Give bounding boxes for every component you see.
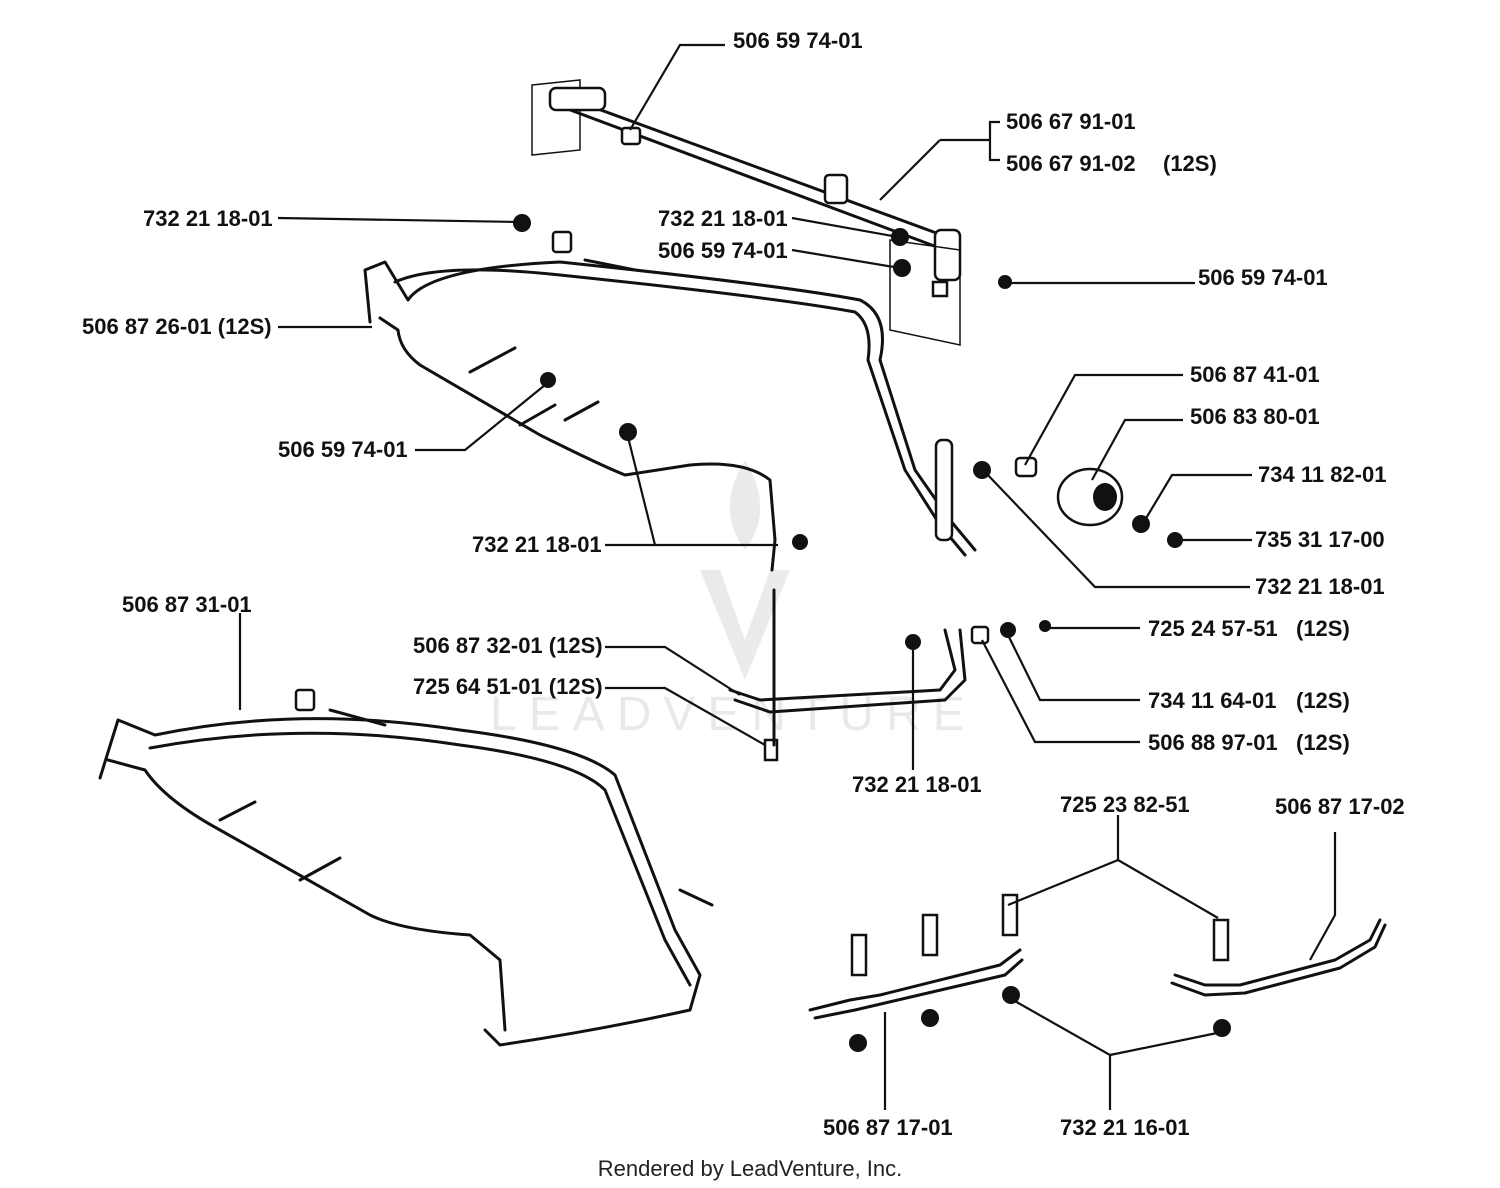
label-bolt-left: 506 59 74-01 bbox=[278, 437, 408, 462]
label-washer-12s-note: (12S) bbox=[1296, 688, 1350, 713]
watermark-text: LEADVENTURE bbox=[490, 688, 977, 741]
label-frame-12s: 506 87 26-01 (12S) bbox=[82, 314, 272, 339]
watermark-logo bbox=[700, 460, 790, 680]
upper-rod-assembly bbox=[531, 79, 962, 346]
label-spacer-12s-note: (12S) bbox=[1296, 730, 1350, 755]
frame-12s bbox=[363, 230, 977, 572]
leader-lines bbox=[238, 43, 1337, 1110]
label-bracket-12s: 506 87 32-01 (12S) bbox=[413, 633, 603, 658]
label-nut-mid: 732 21 18-01 bbox=[472, 532, 602, 557]
label-screw-12s: 725 64 51-01 (12S) bbox=[413, 674, 603, 699]
label-nut-pulley: 732 21 18-01 bbox=[1255, 574, 1385, 599]
label-rod-b: 506 67 91-02 bbox=[1006, 151, 1136, 176]
label-skid-left: 506 87 17-01 bbox=[823, 1115, 953, 1140]
label-top-bolt: 506 59 74-01 bbox=[733, 28, 863, 53]
label-nut-left: 732 21 18-01 bbox=[143, 206, 273, 231]
label-nut-skid: 732 21 16-01 bbox=[1060, 1115, 1190, 1140]
label-frame-std: 506 87 31-01 bbox=[122, 592, 252, 617]
label-nut-upper-mid: 732 21 18-01 bbox=[658, 206, 788, 231]
label-skid-right: 506 87 17-02 bbox=[1275, 794, 1405, 819]
label-washer-12s: 734 11 64-01 bbox=[1148, 688, 1276, 713]
label-spacer-12s: 506 88 97-01 bbox=[1148, 730, 1278, 755]
label-spacer: 506 87 41-01 bbox=[1190, 362, 1320, 387]
skid-left bbox=[808, 948, 1024, 1020]
skid-right bbox=[1170, 918, 1387, 997]
label-washer: 734 11 82-01 bbox=[1258, 462, 1386, 487]
label-rod-b-note: (12S) bbox=[1163, 151, 1217, 176]
label-bolt-upper-mid: 506 59 74-01 bbox=[658, 238, 788, 263]
label-bolt-skid: 725 23 82-51 bbox=[1060, 792, 1190, 817]
footer-credit: Rendered by LeadVenture, Inc. bbox=[598, 1156, 903, 1181]
pulley bbox=[1014, 456, 1124, 527]
label-bolt-12s-note: (12S) bbox=[1296, 616, 1350, 641]
bracket-12s bbox=[728, 625, 990, 714]
label-nut-bracket: 732 21 18-01 bbox=[852, 772, 982, 797]
frame-std bbox=[98, 688, 714, 1047]
label-rod-a: 506 67 91-01 bbox=[1006, 109, 1136, 134]
label-pulley: 506 83 80-01 bbox=[1190, 404, 1320, 429]
label-bolt-right: 506 59 74-01 bbox=[1198, 265, 1328, 290]
hardware bbox=[513, 214, 1231, 1052]
label-locknut: 735 31 17-00 bbox=[1255, 527, 1385, 552]
label-bolt-12s: 725 24 57-51 bbox=[1148, 616, 1278, 641]
